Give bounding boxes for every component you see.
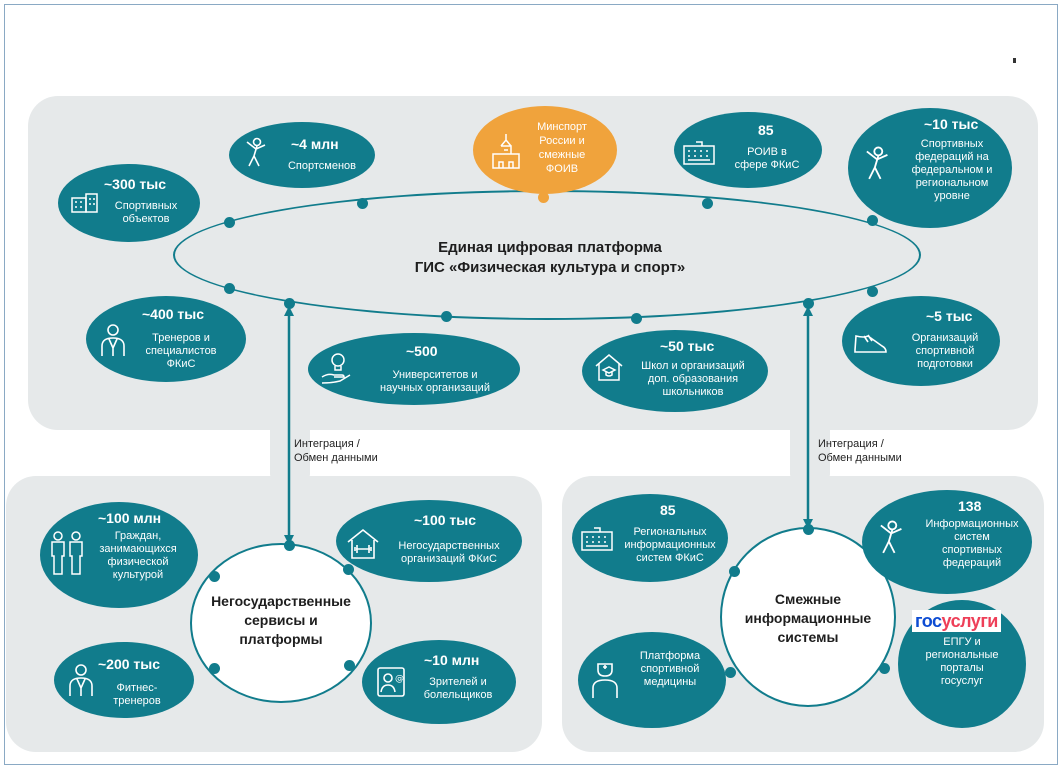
node-athletes: ~4 млн Спортсменов [229,122,375,188]
cluster-dot [208,662,220,674]
node-spectators: @ ~10 млн Зрителей и болельщиков [362,640,516,724]
node-text: Зрителей и болельщиков [423,676,493,701]
right-exchange-label: Интеграция / Обмен данными [818,438,902,464]
node-number: ~10 млн [424,652,480,668]
coach-icon [101,324,125,356]
node-sports-federations: ~10 тыс Спортивных федераций на федераль… [848,108,1012,228]
athlete-icon [880,520,902,554]
ring-dot [223,282,235,294]
node-universities: ~500 Университетов и научных организаций [308,333,520,405]
left-cluster-title: Негосударственные сервисы и платформы [211,593,351,647]
node-text: Спортивных федераций на федеральном и ре… [911,138,993,202]
node-coaches: ~400 тыс Тренеров и специалистов ФКиС [86,296,246,382]
node-text: Школ и организаций доп. образования школ… [641,360,745,398]
kremlin-icon [492,134,520,169]
left-exchange-label: Интеграция / Обмен данными [294,438,378,464]
ring-dot [630,312,642,324]
node-number: 138 [958,498,982,514]
ring-dot [440,310,452,322]
node-text: Минспорт России и смежные ФОИВ [537,121,587,175]
node-nongov-orgs: ~100 тыс Негосударственных организаций Ф… [336,500,522,582]
node-number: ~100 млн [98,510,162,526]
node-number: ~10 тыс [924,116,979,132]
node-text: РОИВ в сфере ФКиС [734,146,800,171]
node-regional-bodies: 85 РОИВ в сфере ФКиС [674,112,822,188]
node-text: Спортсменов [287,160,357,172]
cluster-dot [728,565,740,577]
cluster-dot [343,659,355,671]
node-schools: ~50 тыс Школ и организаций доп. образова… [582,330,768,412]
sneaker-icon [854,334,887,353]
node-number: ~200 тыс [98,656,161,672]
node-text: ЕПГУ и региональные порталы госуслуг [925,636,999,687]
svg-text:@: @ [395,674,404,684]
coach-icon [69,664,93,696]
platform-title-line2: ГИС «Физическая культура и спорт» [414,259,686,276]
cluster-dot [283,539,295,551]
node-text: Платформа спортивной медицины [639,650,701,688]
node-number: ~5 тыс [926,308,973,324]
node-fitness-trainers: ~200 тыс Фитнес- тренеров [54,642,194,718]
doctor-icon [592,663,618,698]
node-number: ~50 тыс [660,338,715,354]
lightbulb-hand-icon [321,353,351,384]
cluster-dot [724,666,736,678]
node-text: Спортивных объектов [114,200,178,225]
node-number: ~300 тыс [104,176,167,192]
outer-frame [4,4,1058,765]
node-text: Региональных информационных систем ФКиС [624,526,716,564]
cluster-dot [208,570,220,582]
node-number: 85 [758,122,774,138]
cluster-dot [342,563,354,575]
ring-dot [802,297,814,309]
node-ministry: Минспорт России и смежные ФОИВ [473,106,617,194]
government-building-icon [581,527,613,551]
cluster-dot [802,523,814,535]
athlete-icon [246,137,266,167]
cluster-dot [878,662,890,674]
node-number: ~4 млн [291,136,339,152]
ring-dot [866,214,878,226]
school-icon [595,354,623,381]
node-text: Организаций спортивной подготовки [911,332,979,370]
platform-title-line1: Единая цифровая платформа [438,239,662,256]
government-building-icon [683,141,715,165]
corner-mark [1013,58,1016,63]
node-regional-is: 85 Региональных информационных систем ФК… [572,494,728,582]
node-sports-training: ~5 тыс Организаций спортивной подготовки [842,296,1000,386]
gosuslugi-logo-part1: гос [915,611,942,631]
node-sports-medicine: Платформа спортивной медицины [578,632,726,728]
gosuslugi-logo: госуслуги [912,610,1001,632]
ring-dot [356,197,368,209]
profile-card-icon: @ [377,667,405,697]
node-number: 85 [660,502,676,518]
ring-dot [223,216,235,228]
node-number: ~500 [406,343,438,359]
node-text: Негосударственных организаций ФКиС [398,540,500,565]
node-text: Университетов и научных организаций [380,369,490,394]
ring-dot [283,297,295,309]
athlete-icon [866,146,888,180]
left-cluster-circle [190,543,372,703]
node-number: ~400 тыс [142,306,205,322]
node-text: Информационных систем спортивных федерац… [925,518,1019,569]
node-sports-facilities: ~300 тыс Спортивных объектов [58,164,200,242]
ring-dot [537,191,549,203]
node-citizens: ~100 млн Граждан, занимающихся физическо… [40,502,198,608]
platform-title: Единая цифровая платформа ГИС «Физическа… [300,238,800,278]
people-icon [51,531,83,575]
node-text: Тренеров и специалистов ФКиС [145,332,217,370]
node-text: Фитнес- тренеров [113,682,161,707]
gosuslugi-logo-part2: услуги [941,611,999,631]
ring-dot [701,197,713,209]
node-federation-is: 138 Информационных систем спортивных фед… [862,490,1032,594]
ring-dot [866,285,878,297]
buildings-icon [71,193,98,213]
node-text: Граждан, занимающихся физической культур… [99,530,177,581]
right-cluster-title: Смежные информационные системы [744,591,872,645]
node-number: ~100 тыс [414,512,477,528]
gym-house-icon [347,528,379,559]
